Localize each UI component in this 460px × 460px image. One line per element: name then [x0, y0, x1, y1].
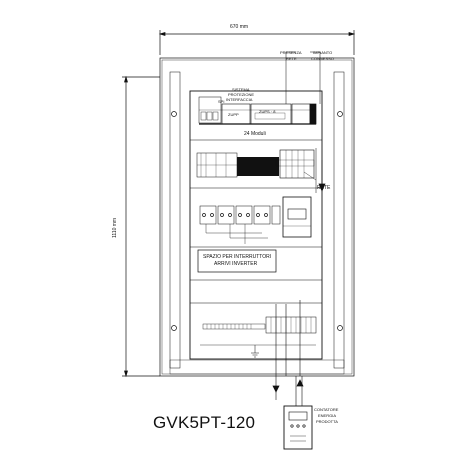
- height-dimension-label: 1110 mm: [112, 217, 118, 238]
- cabinet-enclosure: [159, 57, 355, 377]
- presenza-label-2: RETE: [286, 56, 297, 61]
- contatore-label-3: PRODOTTA: [316, 419, 338, 424]
- spazio-line-1: SPAZIO PER INTERRUTTORI: [203, 254, 272, 260]
- width-dimension-label: 670 mm: [230, 24, 249, 30]
- presenza-label-1: PRESENZA: [280, 50, 302, 55]
- contatore-energia: [283, 405, 313, 450]
- rete-label: RETE: [317, 185, 331, 191]
- inner-panel: [189, 90, 323, 360]
- sistema-label-1: SISTEMA: [232, 87, 250, 92]
- zups-label: ZUPS · 8: [259, 109, 276, 114]
- sistema-label-3: INTERFACCIA: [226, 97, 253, 102]
- impianto-label-1: IMPIANTO: [313, 50, 333, 55]
- model-title: GVK5PT-120: [153, 413, 256, 432]
- impianto-label-2: CONNESSO: [311, 56, 334, 61]
- moduli-label: 24 Moduli: [244, 131, 266, 137]
- spi-label: SPI: [218, 99, 225, 104]
- energy-meter-module: [282, 196, 312, 238]
- sistema-label-2: PROTEZIONE: [228, 92, 255, 97]
- contatore-label-2: ENERGIA: [318, 413, 337, 418]
- spazio-line-2: ARRIVI INVERTER: [214, 261, 258, 267]
- black-busbar-block: [237, 157, 279, 176]
- zupp-label: ZUPP: [228, 112, 239, 117]
- contatore-label-1: CONTATORE: [314, 407, 339, 412]
- inverter-space-box: [197, 249, 277, 273]
